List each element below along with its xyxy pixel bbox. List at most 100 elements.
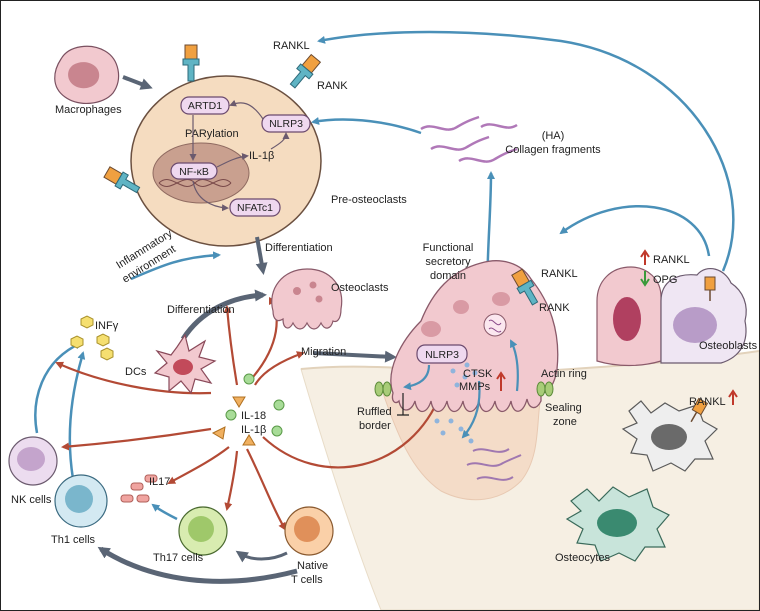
rankl-top-label: RANKL (273, 40, 310, 52)
collagen-fragments-label: Collagen fragments (505, 144, 601, 156)
collagen-fragments-icon (420, 115, 518, 163)
nfkb-pill: NF-κB (170, 162, 218, 180)
arrow-lysosome-up (510, 339, 519, 392)
up-arrow-rankl-oc (728, 389, 738, 405)
cytokine-triangles (211, 396, 256, 446)
arrow-osteoblast-rankl-mid (559, 204, 711, 257)
infg-label: INFγ (95, 320, 119, 332)
pre-osteoclasts-label: Pre-osteoclasts (331, 194, 407, 206)
dc-cell (153, 333, 217, 395)
actin-ring-label: Actin ring (541, 368, 587, 380)
ruffled-label-1: Ruffled (357, 406, 392, 418)
svg-text:NLRP3: NLRP3 (269, 118, 303, 130)
native-t-cell (284, 506, 334, 556)
infg-molecules (70, 315, 114, 361)
osteocytes-label: Osteocytes (555, 552, 611, 564)
inhibit-marker (397, 393, 409, 416)
arrow-native-th17 (235, 550, 288, 563)
arrow-nlrp3-ruffled (403, 364, 431, 391)
rankl-osteocyte-icon (690, 397, 709, 423)
il17-label: IL17 (149, 476, 170, 488)
arrow-macrophage-preoc (122, 75, 153, 90)
il17-molecules (120, 474, 158, 503)
rank-receptor-icon-3 (103, 166, 141, 194)
il18-label: IL-18 (241, 410, 266, 422)
ruffled-label-2: border (359, 420, 391, 432)
th1-cells-label: Th1 cells (51, 534, 96, 546)
functional-label-2: secretory (425, 256, 471, 268)
osteoclast-large-cell (390, 260, 559, 413)
th1-cell (54, 474, 108, 528)
th17-cells-label: Th17 cells (153, 552, 204, 564)
arrow-native-th1 (97, 546, 298, 584)
osteoblast-pink-cell (596, 266, 662, 367)
sealing-label-2: zone (553, 416, 577, 428)
functional-label-1: Functional (423, 242, 474, 254)
arrow-il-migration (254, 351, 305, 386)
differentiation-top-label: Differentiation (265, 242, 333, 254)
arrow-nk-infg (34, 341, 83, 434)
macrophages-label: Macrophages (55, 104, 122, 116)
ha-label: (HA) (542, 130, 565, 142)
nfatc1-pill: NFATc1 (229, 198, 281, 217)
down-arrow-opg (640, 271, 650, 287)
rankl-mid-label: RANKL (541, 268, 578, 280)
arrow-il1b-nlrp3 (270, 132, 290, 150)
svg-text:NLRP3: NLRP3 (425, 349, 459, 361)
mmps-label: MMPs (459, 381, 491, 393)
arrow-il-il17 (167, 446, 230, 484)
svg-text:NFATc1: NFATc1 (237, 202, 273, 214)
opg-label: OPG (653, 274, 677, 286)
svg-text:ARTD1: ARTD1 (188, 100, 222, 112)
arrow-dc-osteoclast (180, 289, 267, 341)
arrow-il-th17 (224, 450, 239, 511)
dcs-label: DCs (125, 366, 147, 378)
arrow-th1-infg (68, 351, 86, 480)
arrow-inflam-differentiation (130, 251, 221, 281)
cytokine-circles (225, 373, 285, 437)
up-arrow-rankl-ob (640, 249, 650, 265)
native-label-2: T cells (291, 574, 323, 586)
arrow-il-left-mid (61, 427, 212, 451)
osteoblast-purple-cell (660, 267, 747, 364)
rank-mid-label: RANK (539, 302, 570, 314)
osteoclasts-label: Osteoclasts (331, 282, 389, 294)
il1b-top-label: IL-1β (249, 150, 274, 162)
artd1-pill: ARTD1 (180, 96, 230, 115)
rank-top-label: RANK (317, 80, 348, 92)
arrow-preoc-osteoclast (255, 236, 268, 275)
arrow-il-left-top (55, 361, 212, 395)
rankl-ob-label: RANKL (653, 254, 690, 266)
osteocyte-green-cell (565, 486, 670, 562)
rankl-oc-label: RANKL (689, 396, 726, 408)
arrow-th17-il17 (151, 503, 178, 521)
ctsk-label: CTSK (463, 368, 493, 380)
differentiation-dc-label: Differentiation (167, 304, 235, 316)
il1b-label: IL-1β (241, 424, 266, 436)
arrow-migration (312, 350, 397, 363)
arrow-osteoblast-rankl-top (317, 30, 735, 272)
arrow-nlrp3-artd1 (229, 99, 264, 120)
arrow-il-dc-diff (223, 305, 239, 386)
functional-label-3: domain (430, 270, 466, 282)
sealing-label-1: Sealing (545, 402, 582, 414)
migration-label: Migration (301, 346, 346, 358)
rank-receptor-icon-1 (182, 44, 200, 82)
nk-cells-label: NK cells (11, 494, 52, 506)
nlrp3-pill-mid: NLRP3 (416, 344, 468, 364)
parylation-label: PARylation (185, 128, 239, 140)
up-arrow-mmps (496, 371, 506, 391)
rank-receptor-icon-2 (289, 53, 322, 89)
arrow-nfkb-nfatc1 (192, 180, 229, 212)
rankl-osteoblast-icon (704, 276, 716, 301)
arrow-il-ruffled (262, 391, 443, 469)
osteoblasts-label: Osteoblasts (699, 340, 758, 352)
nlrp3-pill-top: NLRP3 (261, 114, 311, 133)
pit-collagen (466, 448, 522, 481)
rank-receptor-icon-4 (511, 268, 539, 306)
macrophage-cell (54, 45, 120, 104)
svg-text:NF-κB: NF-κB (179, 166, 209, 178)
th17-cell (178, 506, 228, 556)
nk-cell (8, 436, 58, 486)
